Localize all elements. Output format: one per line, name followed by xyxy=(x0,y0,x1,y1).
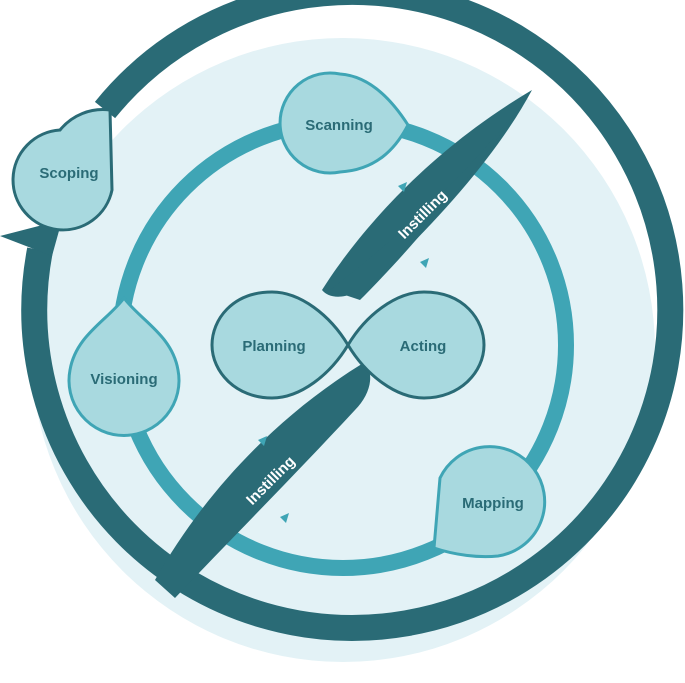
outer-ring-arrowhead xyxy=(0,220,62,256)
band-arrow-2 xyxy=(420,258,429,268)
outer-cycle-ring xyxy=(21,0,684,641)
scoping-node xyxy=(11,108,114,232)
band-arrow-1 xyxy=(398,182,407,192)
band-arrow-3 xyxy=(258,436,267,446)
planning-label: Planning xyxy=(242,338,305,355)
instilling-band-upper-edge xyxy=(330,90,532,300)
acting-lobe xyxy=(346,290,486,400)
instilling-band-upper xyxy=(322,90,532,297)
scoping-label: Scoping xyxy=(39,165,98,182)
scanning-node xyxy=(278,71,410,175)
band-arrow-4 xyxy=(280,513,289,523)
acting-label: Acting xyxy=(400,338,447,355)
scanning-label: Scanning xyxy=(305,117,373,134)
mapping-node xyxy=(432,445,547,559)
visioning-node xyxy=(67,295,181,437)
visioning-label: Visioning xyxy=(90,371,157,388)
instilling-band-lower xyxy=(155,362,371,598)
mapping-label: Mapping xyxy=(462,495,524,512)
planning-lobe xyxy=(210,290,350,400)
